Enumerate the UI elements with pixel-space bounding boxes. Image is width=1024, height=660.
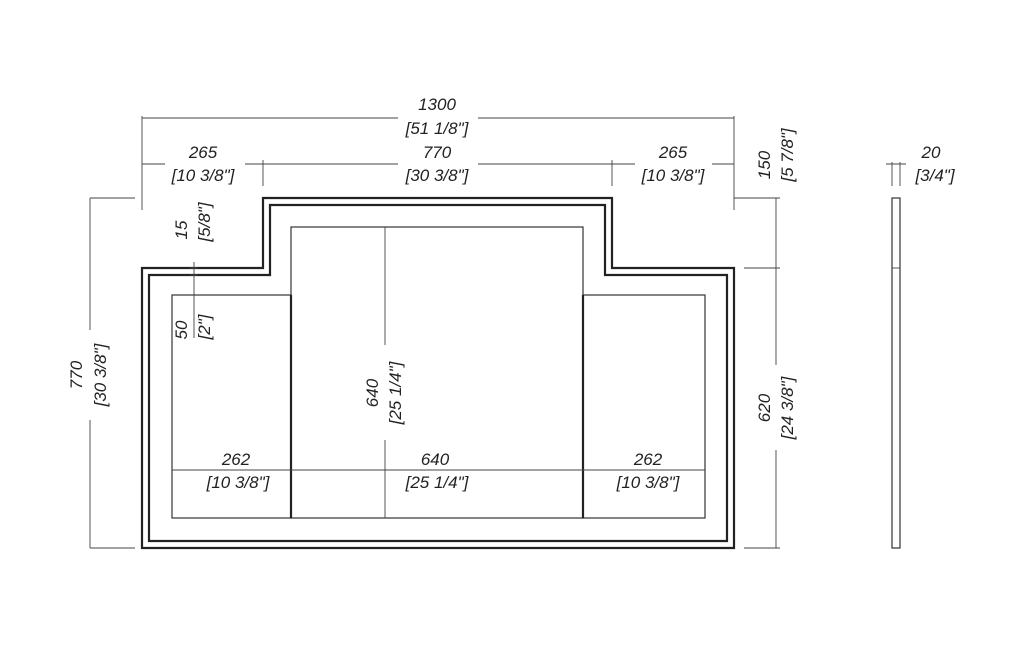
dim-text: 770 [67, 360, 86, 389]
dim-center-panel-height: 640 [25 1/4"] [363, 227, 405, 518]
dim-text: 640 [421, 450, 450, 469]
dim-text: 265 [188, 143, 218, 162]
dim-text: [5 7/8"] [778, 127, 797, 183]
dim-text: [30 3/8"] [405, 166, 470, 185]
dim-overall-width: 1300 [51 1/8"] [141, 95, 735, 210]
dim-text: 50 [172, 320, 191, 339]
dim-text: [24 3/8"] [778, 375, 797, 440]
dim-text: [10 3/8"] [206, 473, 271, 492]
dim-text: [10 3/8"] [171, 166, 236, 185]
dim-text: 770 [423, 143, 452, 162]
dim-text: 262 [633, 450, 663, 469]
dim-text: 262 [221, 450, 251, 469]
dim-text: [5/8"] [195, 201, 214, 242]
dim-text: 20 [921, 143, 941, 162]
dim-text: [10 3/8"] [616, 473, 681, 492]
side-view: 20 [3/4"] [886, 143, 956, 549]
dim-overall-height: 770 [30 3/8"] [67, 197, 135, 549]
outer-outline [140, 196, 736, 550]
dim-text: [2"] [195, 313, 214, 340]
dim-text: [30 3/8"] [91, 342, 110, 407]
dim-panel-widths: 262 [10 3/8"] 640 [25 1/4"] 262 [10 3/8"… [172, 450, 705, 492]
dim-text: [10 3/8"] [641, 166, 706, 185]
dim-text: [25 1/4"] [386, 360, 405, 425]
dim-text: 150 [755, 150, 774, 179]
dim-segment-widths: 265 [10 3/8"] 770 [30 3/8"] 265 [10 3/8"… [142, 143, 734, 186]
dim-text: [3/4"] [914, 166, 955, 185]
dim-text: 15 [172, 220, 191, 239]
dim-text: 620 [755, 393, 774, 422]
dim-text: [25 1/4"] [405, 473, 470, 492]
dim-right-heights: 150 [5 7/8"] 620 [24 3/8"] [734, 127, 797, 549]
dim-text: 265 [658, 143, 688, 162]
dim-text: [51 1/8"] [405, 119, 470, 138]
dim-text: 640 [363, 378, 382, 407]
dim-frame-offsets: 15 [2"] [5/8"] 50 [2"] [172, 201, 214, 340]
dim-text: 1300 [418, 95, 456, 114]
inner-outline [147, 203, 729, 543]
